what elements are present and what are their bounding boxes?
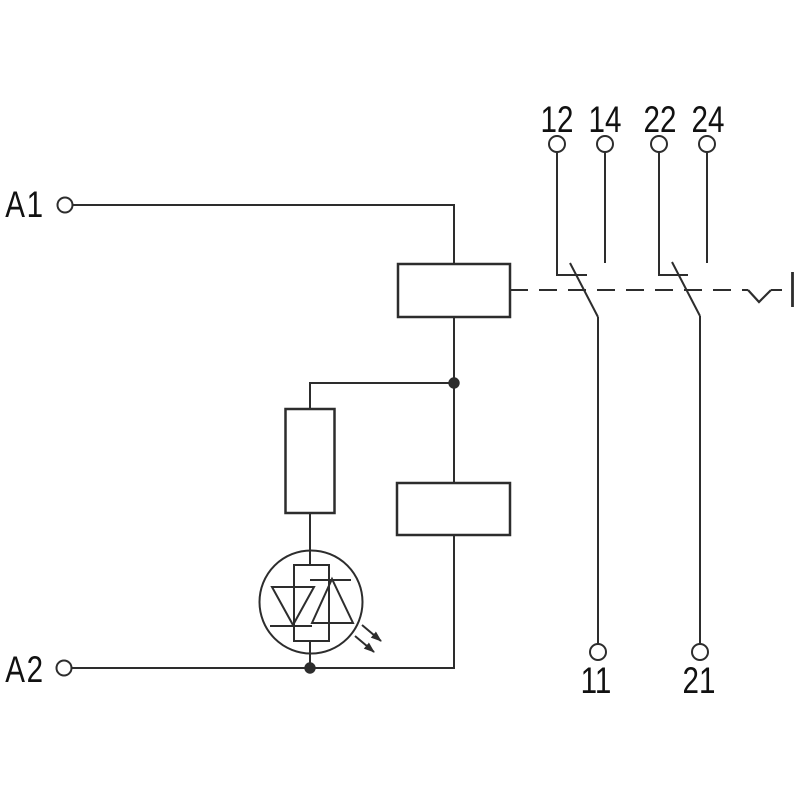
- resistor: [284, 407, 336, 515]
- label-terminal-a1: A1: [5, 185, 44, 226]
- terminal-11-circle: [589, 643, 607, 661]
- contact-blade-1: [569, 262, 599, 318]
- terminal-12-circle: [548, 135, 566, 153]
- label-terminal-a2: A2: [5, 650, 44, 691]
- wire-a1: [73, 204, 455, 264]
- contact-blade-2: [671, 261, 701, 317]
- wire-branch-to-resistor: [309, 382, 454, 409]
- terminal-a1-circle: [56, 196, 74, 214]
- led-light-arrow-2-icon: [354, 635, 375, 653]
- led-diode-up-icon: [310, 576, 355, 624]
- junction-dot-bottom: [304, 662, 316, 674]
- mechanical-link: [510, 272, 794, 307]
- wire-terminal-22: [658, 152, 688, 276]
- led-diode-down-icon: [270, 586, 316, 628]
- terminal-14-circle: [596, 135, 614, 153]
- label-terminal-21: 21: [683, 661, 716, 702]
- led-indicator: [258, 549, 382, 674]
- junction-dot-top: [448, 377, 460, 389]
- actuator-notch-icon: [747, 289, 772, 304]
- label-terminal-11: 11: [581, 661, 612, 702]
- relay-coil: [396, 262, 512, 319]
- changeover-contact-1: [548, 135, 614, 661]
- terminal-a2-circle: [55, 659, 73, 677]
- terminal-24-circle: [698, 135, 716, 153]
- label-terminal-22: 22: [644, 100, 677, 141]
- terminal-labels: A1 A2 12 14 22 24 11 21: [5, 100, 724, 702]
- terminal-22-circle: [650, 135, 668, 153]
- terminal-21-circle: [691, 643, 709, 661]
- led-body: [293, 564, 330, 642]
- led-light-arrow-1-icon: [361, 624, 382, 642]
- label-terminal-12: 12: [541, 100, 574, 141]
- wire-terminal-12: [556, 152, 587, 276]
- protection-element: [395, 481, 512, 537]
- wire-a2: [72, 535, 455, 669]
- label-terminal-14: 14: [589, 100, 622, 141]
- label-terminal-24: 24: [692, 100, 725, 141]
- coil-circuit: [55, 196, 512, 677]
- changeover-contact-2: [650, 135, 716, 661]
